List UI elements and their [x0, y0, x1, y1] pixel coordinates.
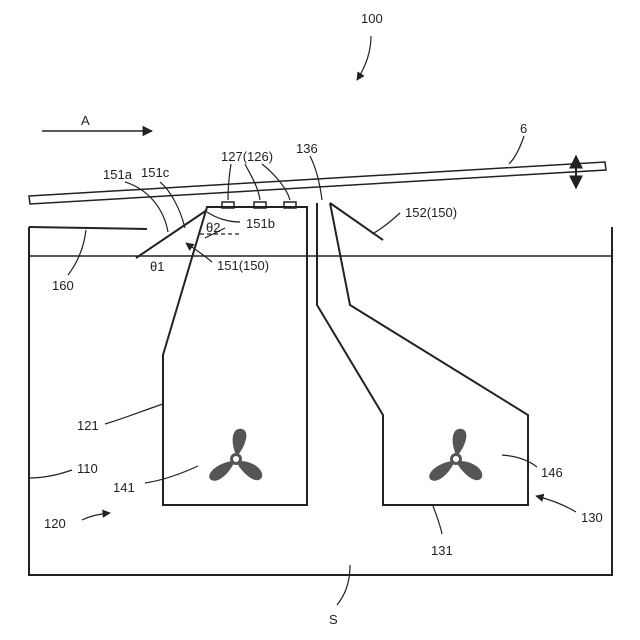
label-fin-left: 151(150) [217, 258, 269, 273]
propeller-icon [429, 429, 482, 481]
label-gap: 136 [296, 141, 318, 156]
label-right-propeller: 146 [541, 465, 563, 480]
label-fin-right: 152(150) [405, 205, 457, 220]
leader-lines [29, 36, 576, 605]
label-system: 100 [361, 11, 383, 26]
label-angle-1: θ1 [150, 259, 164, 274]
label-left-propeller: 141 [113, 480, 135, 495]
propeller-icon [209, 429, 262, 481]
label-tank: 110 [77, 461, 98, 476]
label-left-unit: 121 [77, 418, 99, 433]
label-edge-b: 151b [246, 216, 275, 231]
label-plate: 6 [520, 121, 527, 136]
label-guide: 160 [52, 278, 74, 293]
label-flow-direction: A [81, 113, 90, 128]
label-edge-c: 151c [141, 165, 170, 180]
right-unit-body [317, 203, 528, 505]
label-right-assembly: 130 [581, 510, 603, 525]
fin-right [330, 203, 383, 240]
label-sensors: 127(126) [221, 149, 273, 164]
tank-wall [29, 227, 612, 575]
label-fluid: S [329, 612, 338, 627]
label-angle-2: θ2 [206, 220, 220, 235]
label-left-assembly: 120 [44, 516, 66, 531]
label-edge-a: 151a [103, 167, 133, 182]
label-right-unit: 131 [431, 543, 453, 558]
guide-plate [29, 227, 147, 229]
